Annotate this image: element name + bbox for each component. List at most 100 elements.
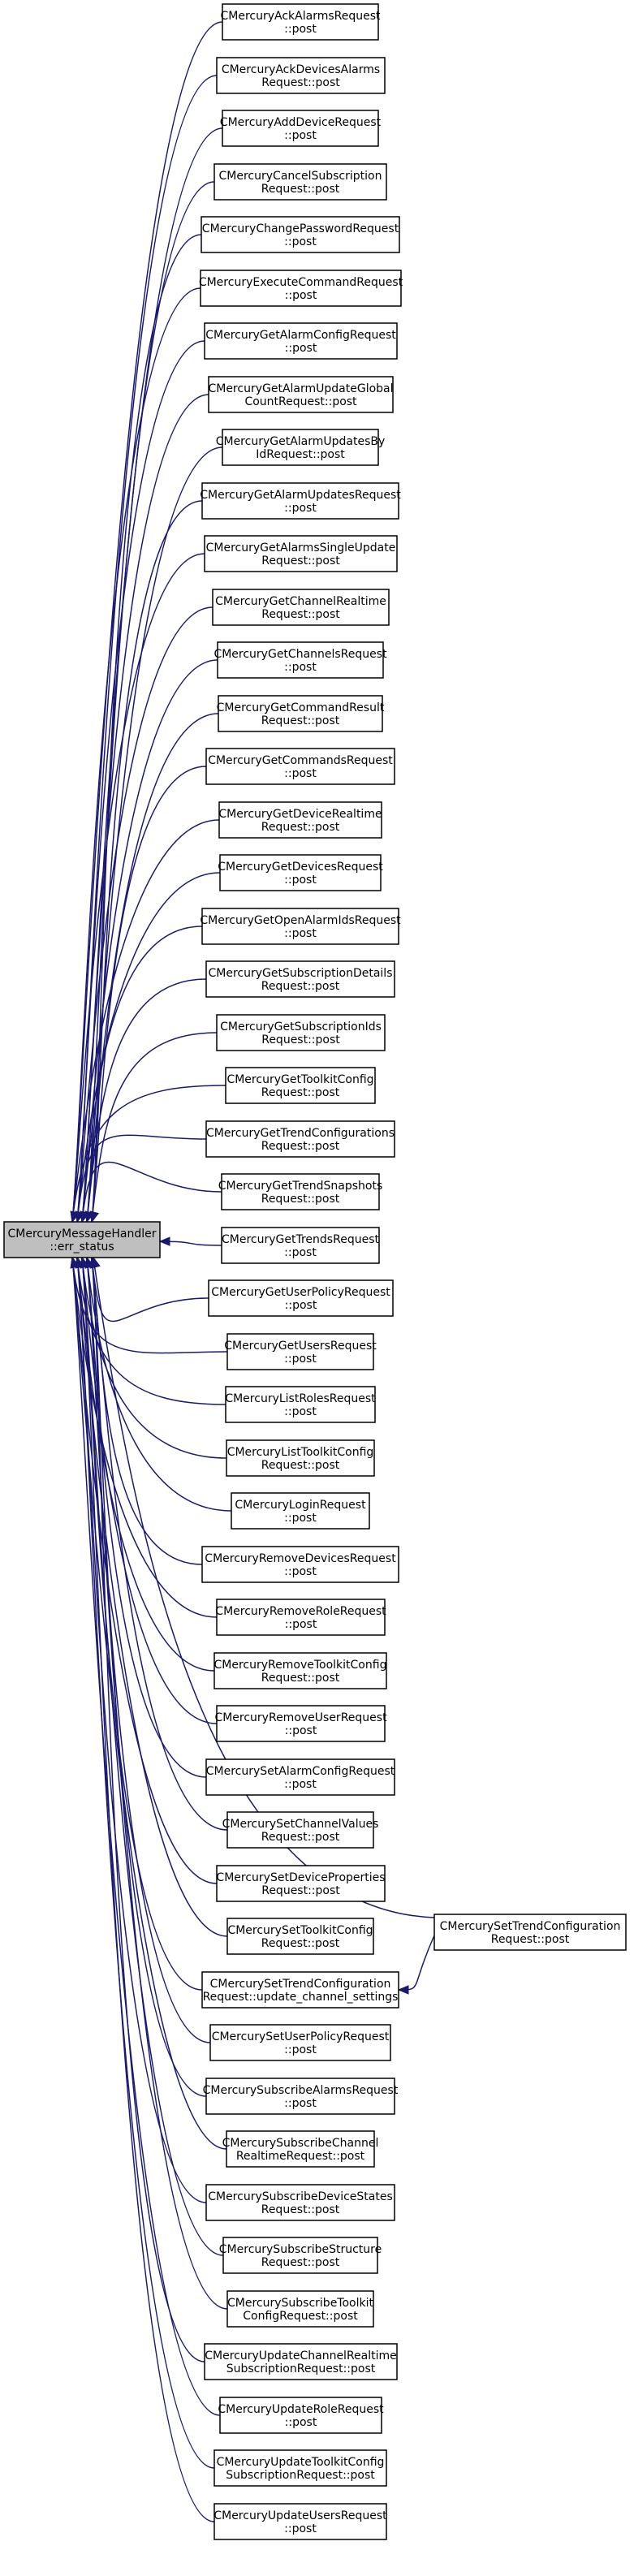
- caller-node-38[interactable]: CMercurySetTrendConfigurationRequest::up…: [201, 1971, 399, 2009]
- caller-node-48-box: [213, 2503, 387, 2540]
- caller-node-40[interactable]: CMercurySubscribeAlarmsRequest::post: [203, 2078, 399, 2115]
- caller-node-42-label-line-2: Request::post: [261, 2203, 340, 2216]
- caller-node-15-label-line-2: ::post: [284, 767, 317, 780]
- edge-caller-28: [81, 1257, 227, 1459]
- edge-caller-30: [91, 1257, 203, 1565]
- edge-caller-6: [71, 287, 201, 1223]
- caller-node-33-label-line-1: CMercuryRemoveUserRequest: [214, 1711, 387, 1724]
- caller-node-47-label-line-2: SubscriptionRequest::post: [226, 2469, 375, 2482]
- caller-node-16-box: [218, 801, 382, 839]
- root-node-err-status[interactable]: CMercuryMessageHandler::err_status: [3, 1221, 161, 1258]
- caller-node-35-label-line-2: Request::post: [261, 1831, 340, 1844]
- caller-node-45[interactable]: CMercuryUpdateChannelRealtimeSubscriptio…: [204, 2343, 398, 2380]
- caller-node-25[interactable]: CMercuryGetUserPolicyRequest::post: [208, 1279, 394, 1317]
- caller-node-31[interactable]: CMercuryRemoveRoleRequest::post: [215, 1599, 386, 1636]
- caller-node-22[interactable]: CMercuryGetTrendConfigurationsRequest::p…: [205, 1120, 395, 1158]
- edge-caller-16: [71, 819, 220, 1223]
- caller-node-21-label-line-2: Request::post: [261, 1086, 340, 1099]
- caller-node-23-box: [221, 1173, 380, 1210]
- caller-node-37-label-line-2: Request::post: [261, 1937, 340, 1950]
- caller-node-10-label-line-1: CMercuryGetAlarmUpdatesRequest: [200, 489, 401, 502]
- caller-node-6-box: [200, 270, 402, 307]
- edge-caller-41: [71, 1257, 227, 2150]
- caller-node-47[interactable]: CMercuryUpdateToolkitConfigSubscriptionR…: [213, 2449, 387, 2487]
- edge-caller-12: [76, 606, 213, 1223]
- caller-node-29[interactable]: CMercuryLoginRequest::post: [231, 1492, 370, 1530]
- caller-node-17-label-line-2: ::post: [284, 874, 317, 887]
- caller-node-43-label-line-1: CMercurySubscribeStructure: [219, 2243, 382, 2256]
- caller-node-5-label-line-1: CMercuryChangePasswordRequest: [202, 222, 399, 235]
- caller-node-34-box: [205, 1758, 395, 1796]
- caller-node-33[interactable]: CMercuryRemoveUserRequest::post: [214, 1705, 387, 1742]
- caller-node-27-label-line-1: CMercuryListRolesRequest: [225, 1392, 376, 1405]
- secondary-node-set-trend-configuration-post[interactable]: CMercurySetTrendConfigurationRequest::po…: [433, 1914, 627, 1951]
- caller-node-37-box: [226, 1918, 374, 1955]
- caller-node-11[interactable]: CMercuryGetAlarmsSingleUpdateRequest::po…: [204, 535, 398, 572]
- edge-caller-10: [91, 500, 203, 1223]
- caller-node-16-label-line-1: CMercuryGetDeviceRealtime: [218, 808, 382, 821]
- caller-node-29-box: [231, 1492, 370, 1530]
- caller-node-45-label-line-1: CMercuryUpdateChannelRealtime: [205, 2349, 397, 2362]
- caller-node-26-box: [226, 1333, 374, 1370]
- caller-node-46[interactable]: CMercuryUpdateRoleRequest::post: [218, 2397, 384, 2434]
- caller-node-42[interactable]: CMercurySubscribeDeviceStatesRequest::po…: [205, 2184, 395, 2221]
- caller-node-24[interactable]: CMercuryGetTrendsRequest::post: [221, 1227, 380, 1264]
- caller-node-41[interactable]: CMercurySubscribeChannelRealtimeRequest:…: [222, 2130, 379, 2168]
- caller-node-34[interactable]: CMercurySetAlarmConfigRequest::post: [205, 1758, 395, 1796]
- caller-node-14-label-line-2: Request::post: [261, 714, 340, 727]
- caller-node-6[interactable]: CMercuryExecuteCommandRequest::post: [199, 270, 403, 307]
- caller-node-19[interactable]: CMercuryGetSubscriptionDetailsRequest::p…: [205, 960, 395, 998]
- caller-node-30-label-line-1: CMercuryRemoveDevicesRequest: [205, 1552, 396, 1565]
- caller-node-27-label-line-2: ::post: [284, 1405, 317, 1418]
- caller-node-31-label-line-1: CMercuryRemoveRoleRequest: [215, 1605, 386, 1618]
- caller-node-26[interactable]: CMercuryGetUsersRequest::post: [224, 1333, 377, 1370]
- caller-node-7[interactable]: CMercuryGetAlarmConfigRequest::post: [204, 322, 398, 360]
- caller-node-48-label-line-1: CMercuryUpdateUsersRequest: [213, 2509, 387, 2522]
- caller-node-10[interactable]: CMercuryGetAlarmUpdatesRequest::post: [200, 482, 401, 520]
- caller-node-35-box: [226, 1811, 374, 1849]
- edge-caller-47: [76, 1257, 215, 2469]
- arrowhead-caller-23: [80, 1210, 89, 1223]
- caller-node-48[interactable]: CMercuryUpdateUsersRequest::post: [213, 2503, 387, 2540]
- caller-node-3[interactable]: CMercuryAddDeviceRequest::post: [220, 110, 382, 147]
- caller-node-9-label-line-1: CMercuryGetAlarmUpdatesBy: [216, 435, 386, 448]
- caller-node-32-label-line-2: Request::post: [261, 1672, 340, 1685]
- caller-node-27[interactable]: CMercuryListRolesRequest::post: [225, 1386, 376, 1423]
- caller-node-40-label-line-1: CMercurySubscribeAlarmsRequest: [203, 2084, 399, 2097]
- caller-node-17[interactable]: CMercuryGetDevicesRequest::post: [218, 854, 383, 891]
- caller-node-1[interactable]: CMercuryAckAlarmsRequest::post: [220, 3, 381, 41]
- caller-node-4-label-line-1: CMercuryCancelSubscription: [219, 170, 382, 183]
- caller-node-44[interactable]: CMercurySubscribeToolkitConfigRequest::p…: [226, 2290, 374, 2328]
- caller-node-10-box: [201, 482, 399, 520]
- caller-node-10-label-line-2: ::post: [284, 502, 317, 515]
- caller-node-28-box: [226, 1439, 375, 1477]
- root-node-err-status-label-line-2: ::err_status: [50, 1241, 114, 1253]
- caller-node-30[interactable]: CMercuryRemoveDevicesRequest::post: [201, 1546, 399, 1583]
- caller-node-5[interactable]: CMercuryChangePasswordRequest::post: [201, 216, 400, 253]
- caller-node-39[interactable]: CMercurySetUserPolicyRequest::post: [209, 2024, 391, 2061]
- caller-node-1-label-line-2: ::post: [284, 23, 317, 36]
- caller-node-36-label-line-1: CMercurySetDeviceProperties: [216, 1871, 385, 1884]
- caller-node-8[interactable]: CMercuryGetAlarmUpdateGlobalCountRequest…: [208, 376, 394, 413]
- edges-layer: [70, 21, 435, 2522]
- caller-node-15[interactable]: CMercuryGetCommandsRequest::post: [205, 748, 395, 785]
- caller-node-25-label-line-1: CMercuryGetUserPolicyRequest: [211, 1286, 390, 1299]
- caller-node-6-label-line-2: ::post: [285, 289, 317, 302]
- caller-node-18[interactable]: CMercuryGetOpenAlarmIdsRequest::post: [200, 908, 401, 945]
- caller-node-13[interactable]: CMercuryGetChannelsRequest::post: [213, 641, 387, 679]
